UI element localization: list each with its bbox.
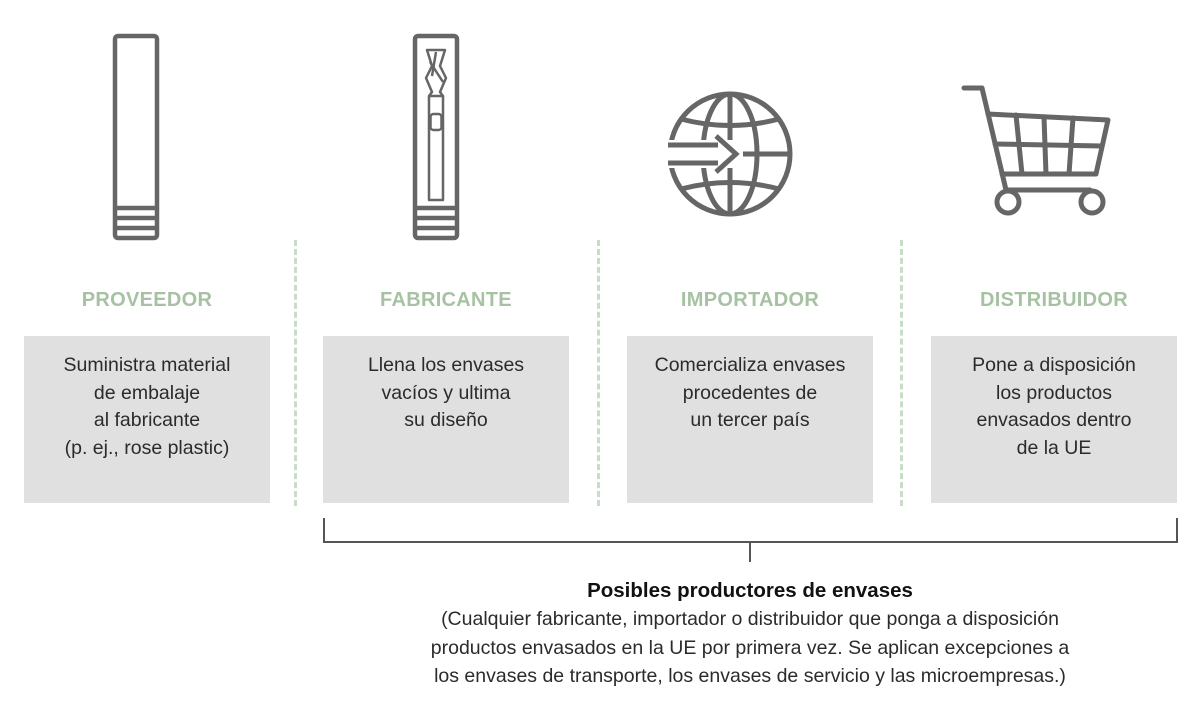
footer-title: Posibles productores de envases xyxy=(587,579,913,602)
description-line: al fabricante xyxy=(93,409,201,431)
footer-line: los envases de transporte, los envases d… xyxy=(434,665,1066,687)
globe-arrow-icon xyxy=(664,88,796,220)
empty-tube-icon xyxy=(110,32,162,242)
column-separator xyxy=(294,240,297,506)
description-line: Suministra material xyxy=(63,354,231,376)
shopping-cart-icon xyxy=(960,80,1112,220)
role-description-fabricante: Llena los envases vacíos y ultima su dis… xyxy=(323,336,569,503)
role-description-proveedor: Suministra material de embalaje al fabri… xyxy=(24,336,270,503)
footer-line: productos envasados en la UE por primera… xyxy=(430,636,1070,659)
description-line: de embalaje xyxy=(93,381,201,404)
column-separator xyxy=(900,240,903,506)
footer-note: Posibles productores de envases (Cualqui… xyxy=(340,576,1160,691)
filled-tube-icon xyxy=(410,32,462,242)
role-title-fabricante: FABRICANTE xyxy=(380,289,512,311)
description-line: Comercializa envases xyxy=(654,354,846,376)
description-line: procedentes de xyxy=(682,381,818,404)
role-title-distribuidor: DISTRIBUIDOR xyxy=(979,289,1129,311)
role-description-importador: Comercializa envases procedentes de un t… xyxy=(627,336,873,503)
role-title-importador: IMPORTADOR xyxy=(680,289,820,311)
description-line: un tercer país xyxy=(690,409,810,431)
description-line: (p. ej., rose plastic) xyxy=(64,436,230,459)
description-line: los productos xyxy=(996,381,1112,404)
description-line: de la UE xyxy=(1016,436,1092,459)
description-line: vacíos y ultima xyxy=(381,381,511,404)
description-line: su diseño xyxy=(404,409,488,431)
footer-line: (Cualquier fabricante, importador o dist… xyxy=(441,608,1059,630)
description-line: envasados dentro xyxy=(976,409,1132,431)
role-title-proveedor: PROVEEDOR xyxy=(81,289,213,311)
role-description-distribuidor: Pone a disposición los productos envasad… xyxy=(931,336,1177,503)
column-separator xyxy=(597,240,600,506)
description-line: Llena los envases xyxy=(367,354,525,376)
description-line: Pone a disposición xyxy=(972,354,1136,376)
